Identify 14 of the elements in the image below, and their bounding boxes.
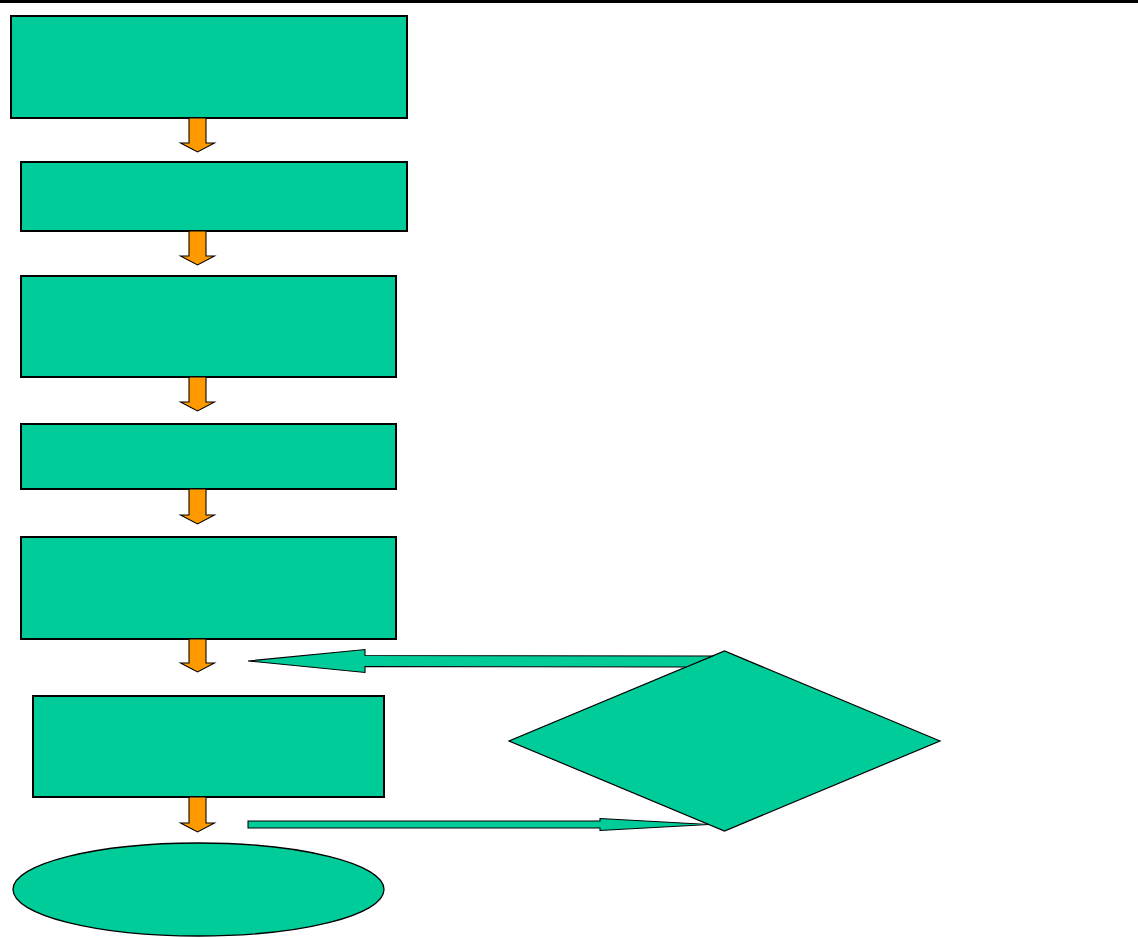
process-box <box>10 15 408 119</box>
block-arrow <box>178 796 217 833</box>
oval-node <box>12 842 385 937</box>
block-arrow <box>178 488 217 525</box>
process-box <box>20 423 397 490</box>
block-arrow <box>178 376 217 412</box>
block-arrow <box>178 638 217 673</box>
process-box <box>32 695 385 798</box>
process-box <box>20 161 408 232</box>
block-arrow <box>247 817 710 832</box>
block-arrow <box>178 117 217 153</box>
process-box <box>20 536 397 640</box>
process-box <box>20 275 397 378</box>
block-arrow <box>178 230 217 266</box>
